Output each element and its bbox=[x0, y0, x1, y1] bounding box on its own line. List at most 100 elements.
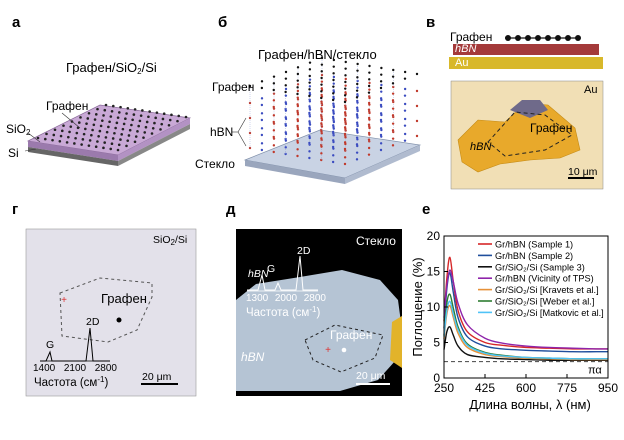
graphene-atom bbox=[133, 108, 137, 111]
panel-a-title-text: Графен/SiO bbox=[66, 60, 138, 75]
chain-atom bbox=[555, 35, 561, 41]
legend-label-5: Gr/SiO₂/Si [Weber et al.] bbox=[495, 297, 594, 307]
lattice-atom bbox=[308, 94, 311, 98]
lattice-atom bbox=[344, 80, 347, 84]
lattice-atom bbox=[296, 118, 299, 121]
lattice-atom bbox=[391, 92, 395, 95]
lattice-atom bbox=[272, 92, 276, 95]
lattice-atom bbox=[296, 103, 299, 106]
lattice-atom bbox=[320, 122, 323, 125]
x-tick-label: 425 bbox=[475, 381, 495, 395]
x-tick-label: 775 bbox=[557, 381, 577, 395]
chain-atom bbox=[505, 35, 511, 41]
lattice-atom bbox=[367, 146, 371, 150]
freq-d-tail: ) bbox=[104, 377, 109, 389]
lattice-atom bbox=[320, 80, 324, 83]
graphene-atom bbox=[90, 133, 93, 137]
lattice-atom bbox=[379, 103, 383, 107]
lattice-atom bbox=[331, 160, 335, 164]
graphene-atom bbox=[96, 140, 99, 143]
graphene-atom bbox=[144, 125, 148, 129]
lattice-atom bbox=[379, 127, 383, 130]
svg-text:+: + bbox=[61, 295, 67, 306]
panel-letter-a: а bbox=[12, 14, 21, 31]
lattice-atom bbox=[344, 67, 347, 70]
graphene-atom bbox=[79, 116, 82, 119]
graphene-atom bbox=[105, 130, 109, 134]
graphene-atom bbox=[162, 112, 166, 116]
series-line-2 bbox=[443, 326, 608, 362]
lattice-atom bbox=[296, 96, 299, 99]
lattice-atom bbox=[355, 121, 359, 124]
lattice-atom bbox=[332, 102, 335, 105]
graphene-atom bbox=[45, 132, 48, 136]
lattice-atom bbox=[308, 74, 311, 78]
graphene-atom bbox=[125, 112, 128, 115]
lattice-atom bbox=[368, 64, 371, 68]
graphene-atom bbox=[87, 144, 91, 147]
graphene-atom bbox=[103, 141, 106, 144]
freq-e-sup: -1 bbox=[309, 305, 317, 314]
legend-label-1: Gr/hBN (Sample 2) bbox=[495, 251, 573, 261]
graphene-atom bbox=[160, 122, 164, 126]
lattice-atom bbox=[272, 88, 275, 92]
lattice-atom bbox=[272, 99, 276, 102]
substrate-label-e: Стекло bbox=[356, 234, 396, 248]
lattice-atom bbox=[415, 134, 419, 138]
lattice-atom bbox=[260, 133, 264, 137]
graphene-atom bbox=[60, 129, 64, 133]
raman-hbn-e: hBN bbox=[248, 268, 269, 280]
lattice-atom bbox=[320, 93, 323, 97]
chain-atom bbox=[525, 35, 531, 41]
freq-label-d: Частота (см-1) bbox=[34, 375, 108, 389]
graphene-atom bbox=[119, 138, 122, 141]
label-graphene-c: Графен bbox=[450, 30, 493, 44]
graphene-atom bbox=[155, 111, 159, 114]
tick-e-2: 2800 bbox=[303, 293, 326, 304]
series-line-4 bbox=[443, 304, 608, 361]
graphene-atom bbox=[75, 131, 79, 135]
lattice-atom bbox=[403, 77, 407, 80]
lattice-atom bbox=[272, 150, 275, 154]
lattice-atom bbox=[403, 117, 407, 121]
lattice-atom bbox=[355, 89, 359, 92]
graphene-atom bbox=[153, 121, 156, 125]
layered-lattice-b bbox=[248, 56, 419, 166]
chain-atom bbox=[515, 35, 521, 41]
lattice-atom bbox=[332, 92, 335, 95]
lattice-atom bbox=[284, 77, 288, 80]
graphene-atom bbox=[86, 117, 90, 120]
lattice-atom bbox=[260, 86, 264, 90]
lattice-atom bbox=[415, 104, 419, 108]
lattice-atom bbox=[367, 101, 371, 105]
graphene-atom bbox=[130, 123, 133, 127]
label-hbn-c: hBN bbox=[455, 43, 477, 55]
lattice-atom bbox=[344, 74, 347, 77]
label-glass-b: Стекло bbox=[195, 157, 235, 171]
lattice-atom bbox=[331, 145, 335, 149]
raman-2d-e: 2D bbox=[297, 245, 311, 257]
graphene-atom bbox=[59, 134, 63, 138]
lattice-atom bbox=[320, 56, 324, 60]
lattice-atom bbox=[391, 107, 395, 110]
graphene-atom bbox=[96, 107, 99, 111]
graphene-atom bbox=[119, 105, 122, 109]
lattice-atom bbox=[272, 135, 275, 139]
lattice-atom bbox=[272, 129, 276, 132]
graphene-label-d: Графен bbox=[101, 291, 147, 306]
graphene-lattice-a bbox=[36, 103, 188, 152]
lattice-atom bbox=[260, 97, 264, 100]
lattice-atom bbox=[356, 99, 359, 103]
graphene-atom bbox=[137, 124, 140, 128]
lattice-atom bbox=[332, 95, 335, 99]
graphene-atom bbox=[52, 133, 56, 137]
graphene-atom bbox=[94, 145, 98, 149]
y-tick-label: 10 bbox=[427, 300, 441, 314]
lattice-atom bbox=[296, 66, 300, 69]
lattice-atom bbox=[308, 85, 312, 88]
substrate-d-tail: /Si bbox=[174, 234, 188, 246]
graphene-atom bbox=[102, 114, 105, 117]
freq-e-tail: ) bbox=[316, 307, 321, 319]
